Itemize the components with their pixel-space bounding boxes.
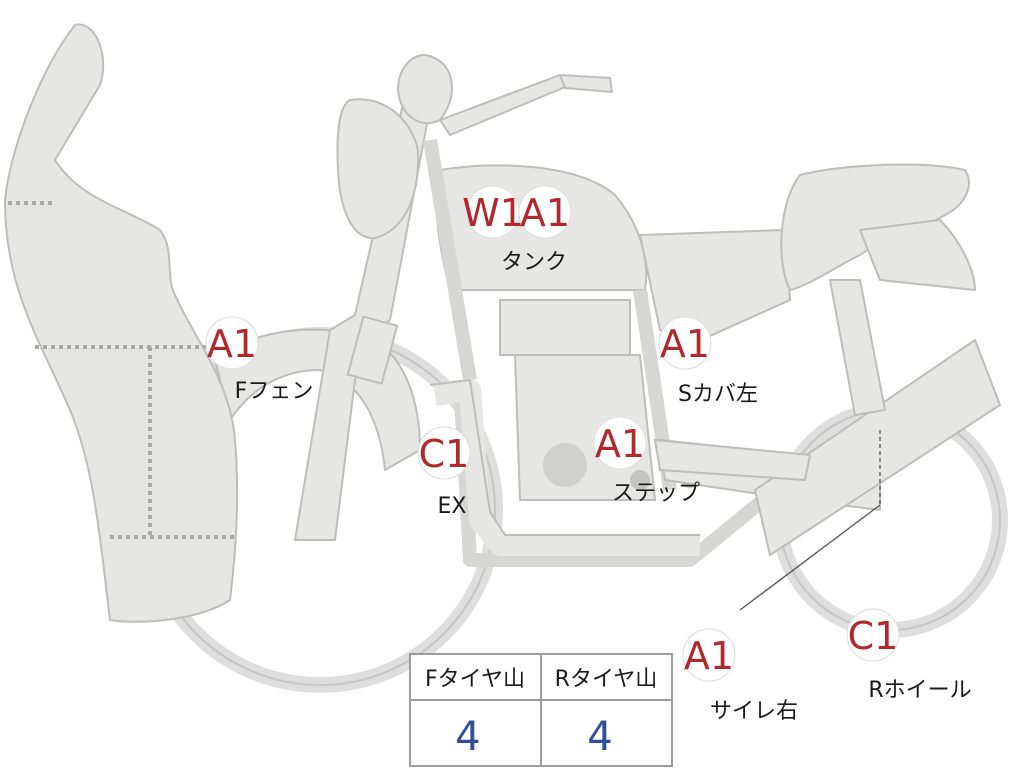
tail-cowl	[859, 219, 976, 291]
damage-mark-front-fender: A1 Fフェン	[205, 316, 314, 404]
part-label: Fフェン	[235, 379, 314, 404]
front-tire-value: 4	[455, 714, 480, 760]
damage-mark-exhaust: C1 EX	[417, 426, 471, 519]
grade-circle	[658, 316, 712, 370]
part-label: Sカバ左	[678, 382, 758, 407]
tire-tread-table: Fタイヤ山 Rタイヤ山 4 4	[409, 653, 673, 767]
damage-mark-tank: A1 タンク	[501, 185, 572, 275]
side-cover	[639, 229, 791, 346]
damage-mark-silencer-right: A1 サイレ右	[682, 628, 798, 724]
grade-circle	[593, 416, 647, 470]
leader-line	[739, 430, 881, 611]
front-fairing	[4, 23, 239, 623]
part-label: タンク	[501, 250, 567, 275]
rear-tire-value: 4	[587, 714, 612, 760]
damage-mark-rear-wheel: C1 Rホイール	[846, 608, 972, 703]
grade-label: A1	[595, 422, 645, 466]
damage-marks: W1 A1 タンク A1 Fフェン A1 Sカバ左 C1 EX A1 ステップ	[205, 185, 972, 724]
muffler	[754, 339, 1001, 556]
grade-label: A1	[207, 322, 257, 366]
motorcycle-body	[4, 23, 1008, 693]
fairing-seam-lines	[8, 201, 235, 539]
grade-label: W1	[462, 191, 524, 235]
damage-mark-w1: W1	[462, 185, 524, 239]
part-label: Rホイール	[868, 678, 971, 703]
damage-mark-step: A1 ステップ	[593, 416, 700, 506]
handlebar	[397, 54, 453, 125]
part-label: EX	[438, 494, 467, 519]
grade-label: A1	[520, 191, 570, 235]
grade-circle	[518, 185, 572, 239]
exhaust-pipe	[433, 379, 700, 556]
front-tire-header: Fタイヤ山	[425, 667, 525, 692]
part-label: サイレ右	[710, 699, 798, 724]
part-label: ステップ	[612, 481, 700, 506]
grade-circle	[205, 316, 259, 370]
grade-circle	[682, 628, 736, 682]
rear-tire-header: Rタイヤ山	[555, 667, 658, 692]
grade-circle	[846, 608, 900, 662]
engine-top	[499, 299, 631, 356]
grade-circle	[417, 426, 471, 480]
grade-label: A1	[684, 634, 734, 678]
grade-label: C1	[848, 614, 899, 658]
grade-label: A1	[660, 322, 710, 366]
headlight	[336, 98, 420, 240]
grade-label: C1	[419, 432, 470, 476]
damage-mark-side-cover-left: A1 Sカバ左	[658, 316, 758, 407]
footrest	[654, 439, 811, 481]
